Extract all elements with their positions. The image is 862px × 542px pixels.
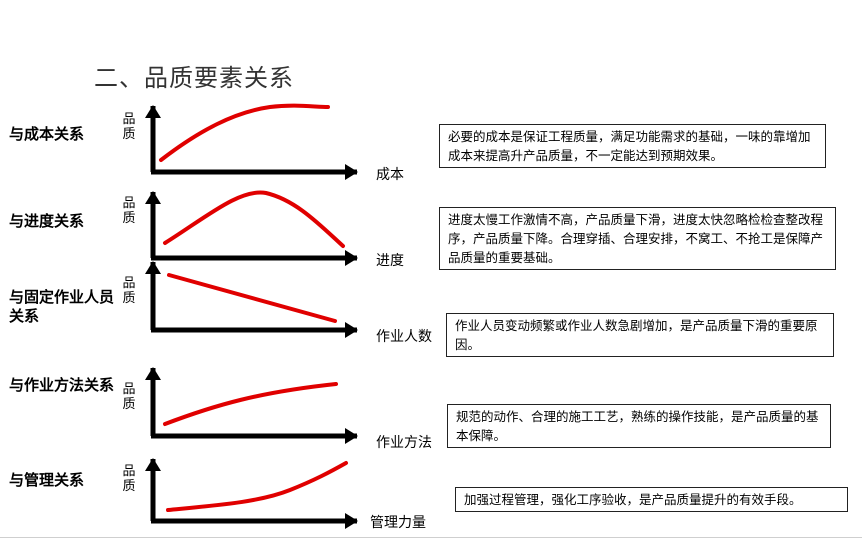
y-axis-label-method: 品质 (122, 382, 136, 412)
diagram-workforce (145, 261, 358, 338)
x-axis-label-workforce: 作业人数 (376, 329, 432, 345)
diagram-management (145, 458, 358, 529)
diagram-cost (145, 103, 358, 180)
description-box-workforce: 作业人员变动频繁或作业人数急剧增加，是产品质量下滑的重要原因。 (446, 313, 834, 357)
curve-schedule (163, 190, 345, 248)
x-axis-label-method: 作业方法 (376, 435, 432, 451)
row-label-method: 与作业方法关系 (9, 376, 115, 394)
row-label-schedule: 与进度关系 (9, 212, 85, 230)
row-label-workforce: 与固定作业人员关系 (9, 288, 115, 325)
page-title: 二、品质要素关系 (94, 64, 294, 92)
description-box-management: 加强过程管理，强化工序验收，是产品质量提升的有效手段。 (455, 487, 848, 512)
diagram-method (145, 367, 358, 444)
curve-management (166, 461, 348, 512)
x-axis-label-schedule: 进度 (376, 253, 404, 269)
y-axis-label-cost: 品质 (122, 112, 136, 142)
y-axis-label-schedule: 品质 (122, 196, 136, 226)
description-box-schedule: 进度太慢工作激情不高，产品质量下滑，进度太快忽略检检查整改程序，产品质量下降。合… (439, 207, 836, 270)
y-axis-label-workforce: 品质 (122, 276, 136, 306)
description-box-cost: 必要的成本是保证工程质量，满足功能需求的基础，一味的靠增加成本来提高升产品质量，… (439, 124, 826, 168)
y-axis-label-management: 品质 (122, 464, 136, 494)
curve-workforce (167, 273, 337, 323)
row-label-cost: 与成本关系 (9, 125, 85, 143)
diagram-schedule (145, 190, 358, 266)
curve-method (163, 382, 338, 426)
bottom-divider (0, 537, 862, 538)
row-label-management: 与管理关系 (9, 471, 85, 489)
x-axis-label-management: 管理力量 (370, 515, 426, 531)
description-box-method: 规范的动作、合理的施工工艺，熟练的操作技能，是产品质量的基本保障。 (447, 404, 831, 448)
curve-cost (159, 103, 330, 162)
x-axis-label-cost: 成本 (376, 167, 404, 183)
